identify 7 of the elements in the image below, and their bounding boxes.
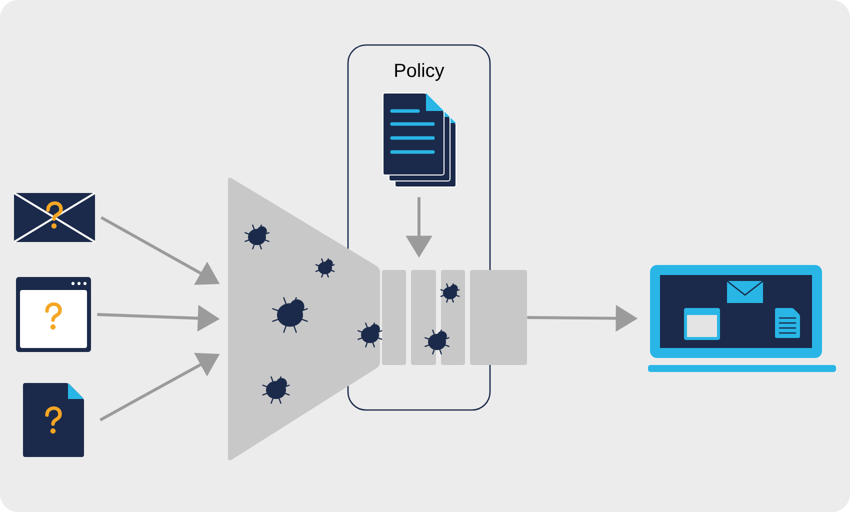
filter-funnel-drawing xyxy=(228,178,383,460)
document-icon xyxy=(23,383,84,457)
filter-slots-drawing xyxy=(382,270,527,365)
envelope-icon xyxy=(13,192,96,243)
laptop-icon xyxy=(648,265,836,372)
browser-window-icon xyxy=(16,277,91,352)
document-stack-icon xyxy=(382,92,456,188)
